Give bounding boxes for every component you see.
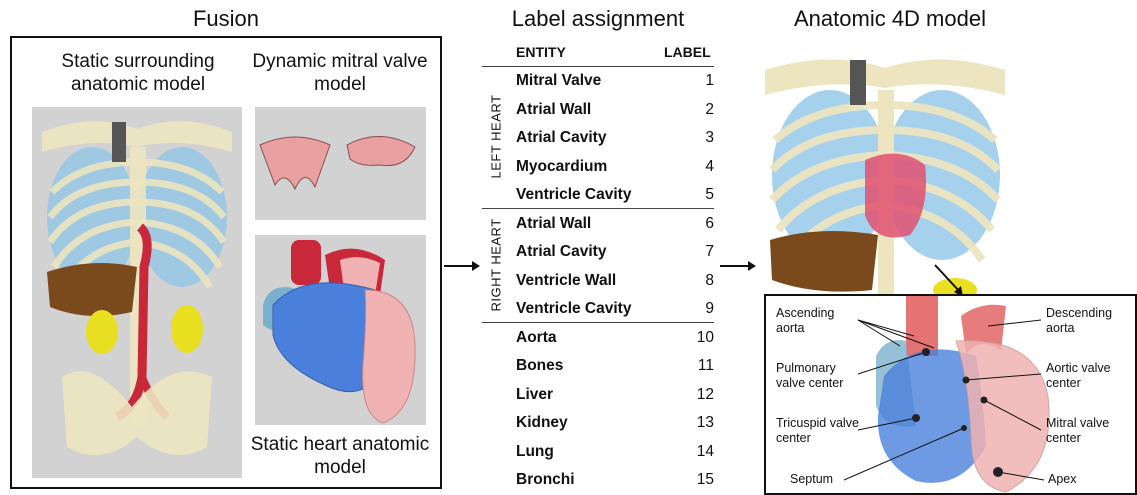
entity-cell: Kidney — [516, 414, 568, 432]
label-cell: 6 — [690, 215, 714, 233]
mitral-valve-label: Mitral valve center — [1046, 416, 1131, 446]
left-heart-divider — [482, 208, 714, 209]
label-cell: 15 — [690, 471, 714, 489]
static-surrounding-label: Static surrounding anatomic model — [28, 50, 248, 96]
anatomic-4d-title: Anatomic 4D model — [760, 6, 1020, 32]
entity-cell: Lung — [516, 443, 554, 461]
label-cell: 14 — [690, 443, 714, 461]
label-cell: 11 — [690, 357, 714, 375]
label-cell: 13 — [690, 414, 714, 432]
label-column-header: LABEL — [664, 44, 711, 60]
left-heart-group-label: LEFT HEART — [489, 99, 504, 179]
entity-cell: Bones — [516, 357, 563, 375]
aortic-valve-label: Aortic valve center — [1046, 361, 1131, 391]
label-cell: 9 — [690, 300, 714, 318]
tricuspid-valve-label: Tricuspid valve center — [776, 416, 861, 446]
entity-cell: Myocardium — [516, 158, 607, 176]
mitral-valve-render — [255, 107, 426, 220]
mitral-model-image — [255, 107, 426, 220]
right-heart-divider — [482, 322, 714, 323]
label-cell: 4 — [690, 158, 714, 176]
ascending-aorta-label: Ascending aorta — [776, 306, 856, 336]
entity-cell: Liver — [516, 386, 553, 404]
surrounding-model-image — [32, 107, 242, 478]
descending-aorta-label: Descending aorta — [1046, 306, 1131, 336]
torso-4d-render — [760, 50, 1010, 296]
arrow-icon — [720, 259, 756, 273]
entity-cell: Atrial Cavity — [516, 243, 606, 261]
label-cell: 2 — [690, 101, 714, 119]
pulmonary-valve-label: Pulmonary valve center — [776, 361, 861, 391]
label-cell: 7 — [690, 243, 714, 261]
heart-render — [255, 235, 426, 425]
entity-cell: Atrial Wall — [516, 101, 591, 119]
entity-cell: Ventricle Wall — [516, 272, 616, 290]
label-cell: 12 — [690, 386, 714, 404]
label-assignment-title: Label assignment — [478, 6, 718, 32]
label-cell: 1 — [690, 72, 714, 90]
torso-render — [32, 107, 242, 478]
right-heart-group-label: RIGHT HEART — [489, 222, 504, 312]
header-divider — [482, 66, 714, 67]
entity-cell: Bronchi — [516, 471, 575, 489]
arrow-icon — [444, 259, 480, 273]
anatomic-4d-model-image — [760, 50, 1010, 296]
apex-label: Apex — [1048, 472, 1077, 487]
entity-cell: Ventricle Cavity — [516, 300, 631, 318]
heart-model-image — [255, 235, 426, 425]
label-cell: 10 — [690, 329, 714, 347]
label-cell: 3 — [690, 129, 714, 147]
entity-cell: Aorta — [516, 329, 556, 347]
entity-cell: Mitral Valve — [516, 72, 601, 90]
annotated-heart-inset: Ascending aorta Descending aorta Pulmona… — [764, 294, 1137, 495]
static-heart-label: Static heart anatomic model — [250, 433, 430, 479]
label-cell: 8 — [690, 272, 714, 290]
septum-label: Septum — [790, 472, 833, 487]
entity-column-header: ENTITY — [516, 44, 566, 60]
dynamic-mitral-label: Dynamic mitral valve model — [250, 50, 430, 96]
label-cell: 5 — [690, 186, 714, 204]
entity-cell: Atrial Cavity — [516, 129, 606, 147]
fusion-title: Fusion — [10, 6, 442, 32]
entity-cell: Atrial Wall — [516, 215, 591, 233]
entity-cell: Ventricle Cavity — [516, 186, 631, 204]
